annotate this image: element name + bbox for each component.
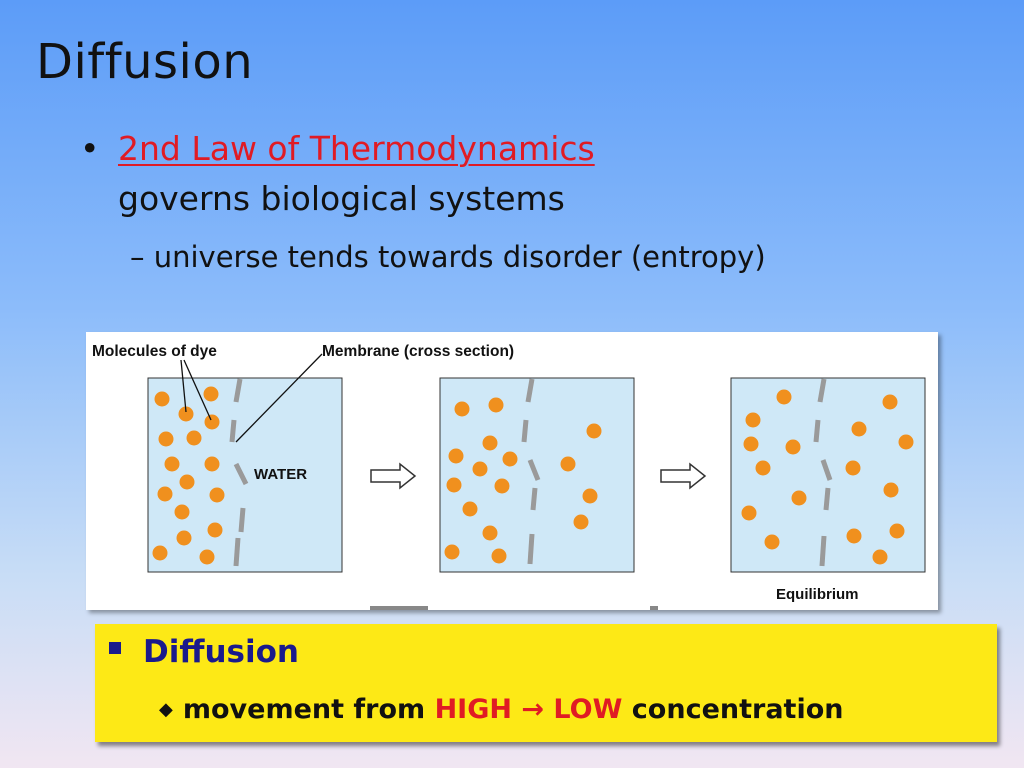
label-molecules-of-dye: Molecules of dye (92, 343, 217, 360)
dye-molecules-initial (152, 386, 225, 565)
thermodynamics-link[interactable]: 2nd Law of Thermodynamics (118, 129, 595, 168)
arrow-right-icon (370, 462, 417, 490)
dash-marker: – (130, 240, 145, 274)
diamond-bullet-icon: ◆ (159, 699, 173, 720)
callout-heading: Diffusion (143, 634, 299, 670)
label-equilibrium: Equilibrium (776, 586, 859, 603)
square-bullet-icon (109, 642, 121, 654)
water-box-initial (147, 377, 343, 573)
label-membrane: Membrane (cross section) (322, 343, 514, 360)
callout-definition: ◆ movement from HIGH → LOW concentration (159, 694, 843, 725)
dye-molecules-intermediate (444, 397, 602, 564)
leader-lines (180, 353, 323, 443)
diffusion-callout: Diffusion ◆ movement from HIGH → LOW conc… (95, 624, 997, 742)
label-water: WATER (254, 466, 307, 483)
diffusion-diagram: Molecules of dye Membrane (cross section… (86, 332, 938, 610)
membrane-1 (229, 378, 249, 567)
definition-suffix: concentration (622, 694, 844, 725)
dye-molecules-equilibrium (741, 389, 914, 565)
membrane-3 (813, 378, 833, 567)
bullet-entropy: – universe tends towards disorder (entro… (130, 240, 766, 274)
slide-title: Diffusion (36, 34, 254, 90)
bullet-dot: • (80, 129, 100, 168)
arrow-right-icon (660, 462, 707, 490)
edge-artifact (370, 606, 428, 610)
arrow-icon: → (521, 694, 544, 725)
definition-prefix: movement from (182, 694, 435, 725)
low-label: LOW (553, 694, 623, 725)
bullet-text: governs biological systems (118, 179, 565, 218)
entropy-text: universe tends towards disorder (entropy… (153, 240, 766, 274)
diffusion-diagram-svg: Molecules of dye Membrane (cross section… (92, 343, 926, 610)
membrane-2 (521, 378, 541, 565)
high-label: HIGH (434, 694, 512, 725)
edge-artifact (650, 606, 658, 610)
